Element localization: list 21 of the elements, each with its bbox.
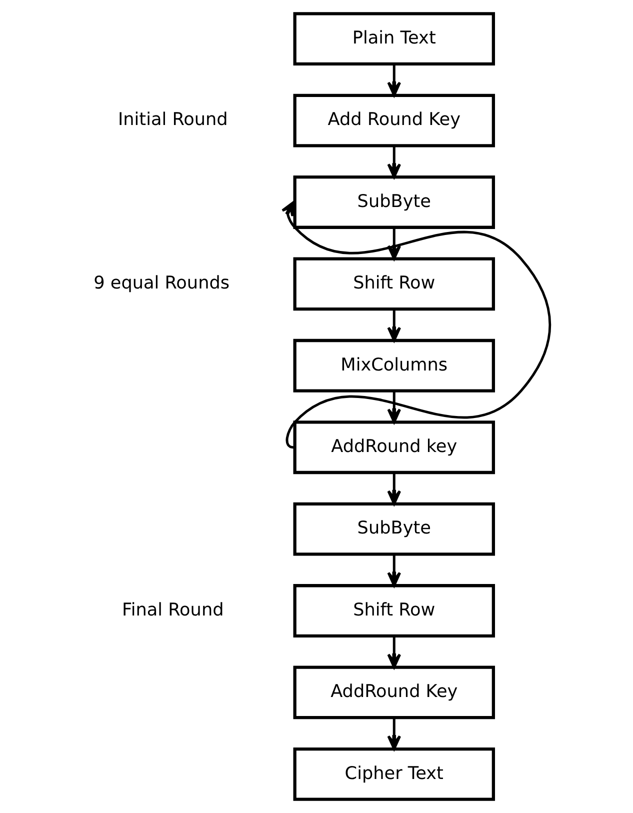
- arrow: [387, 146, 402, 178]
- label: Initial Round: [118, 110, 228, 130]
- arrow: [387, 472, 402, 506]
- node-box: Shift Row: [293, 584, 495, 638]
- node-box: Shift Row: [293, 257, 495, 311]
- label: Final Round: [122, 600, 224, 620]
- node-box: Cipher Text: [293, 747, 495, 801]
- node-box: Add Round Key: [293, 94, 495, 148]
- node-box: SubByte: [293, 176, 495, 229]
- node-box: AddRound key: [293, 420, 495, 474]
- node-box: SubByte: [293, 502, 495, 556]
- arrow: [387, 64, 402, 96]
- arrow: [387, 554, 402, 587]
- arrow: [387, 391, 402, 424]
- arrow: [387, 309, 402, 342]
- node-box: AddRound Key: [293, 666, 495, 720]
- node-box: Plain Text: [293, 12, 495, 66]
- label: 9 equal Rounds: [94, 274, 230, 294]
- arrow: [387, 718, 402, 750]
- node-box: MixColumns: [293, 338, 495, 392]
- arrow: [387, 636, 402, 668]
